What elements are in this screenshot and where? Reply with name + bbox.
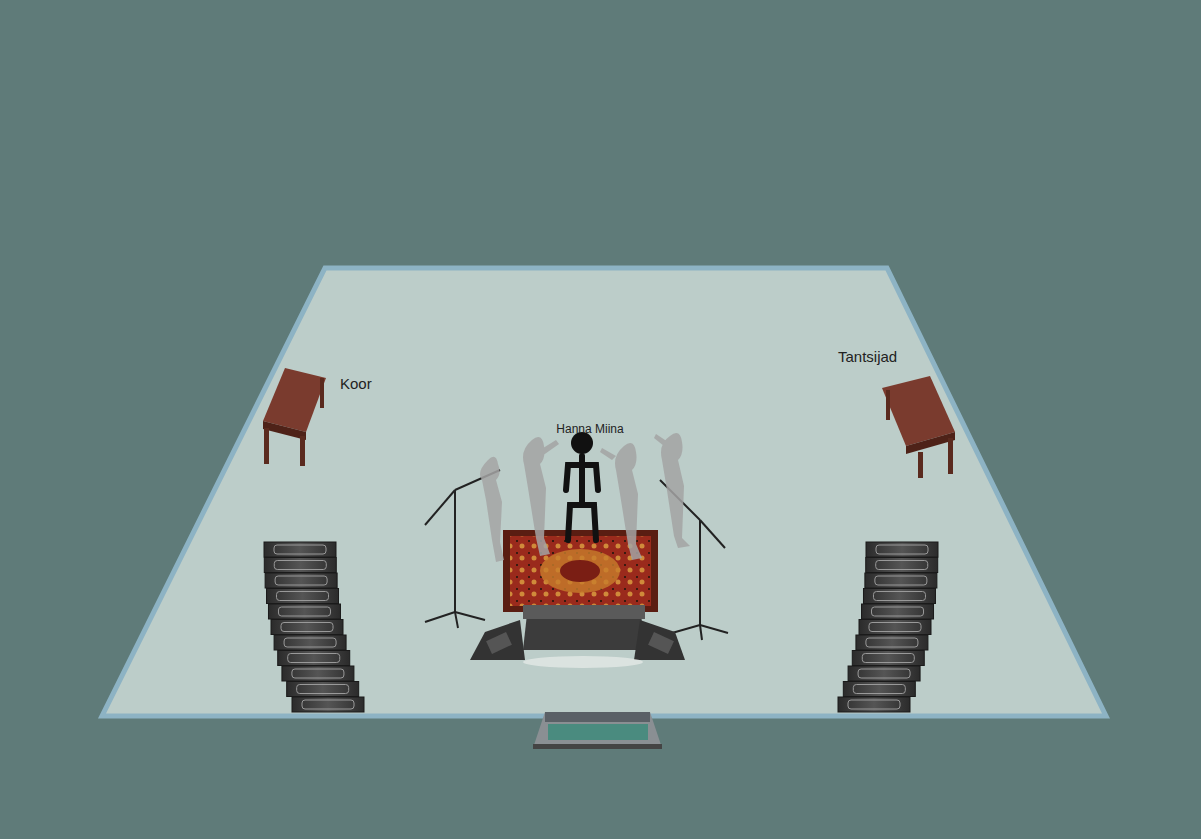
speaker-grille bbox=[858, 669, 910, 678]
stage-monitors bbox=[470, 605, 685, 668]
speaker-box bbox=[267, 589, 339, 604]
mixing-console bbox=[533, 712, 662, 749]
speaker-box bbox=[866, 542, 938, 557]
speaker-grille bbox=[274, 561, 326, 570]
speaker-box bbox=[292, 697, 364, 712]
speaker-box bbox=[866, 558, 938, 573]
speaker-grille bbox=[872, 607, 924, 616]
speaker-box bbox=[268, 604, 340, 619]
speaker-box bbox=[859, 620, 931, 635]
speaker-grille bbox=[876, 545, 928, 554]
speaker-grille bbox=[292, 669, 344, 678]
choir-table bbox=[263, 368, 326, 466]
speaker-grille bbox=[853, 685, 905, 694]
speaker-box bbox=[862, 604, 934, 619]
speaker-grille bbox=[281, 623, 333, 632]
speaker-grille bbox=[284, 638, 336, 647]
line-array-right bbox=[838, 542, 938, 712]
speaker-box bbox=[852, 651, 924, 666]
speaker-grille bbox=[876, 561, 928, 570]
speaker-box bbox=[274, 635, 346, 650]
speaker-grille bbox=[873, 592, 925, 601]
speaker-grille bbox=[275, 576, 327, 585]
speaker-box bbox=[843, 682, 915, 697]
speaker-box bbox=[282, 666, 354, 681]
speaker-box bbox=[287, 682, 359, 697]
area-label: Tantsijad bbox=[838, 349, 897, 366]
speaker-box bbox=[278, 651, 350, 666]
dancers-table bbox=[882, 376, 955, 478]
speaker-grille bbox=[288, 654, 340, 663]
speaker-box bbox=[264, 558, 336, 573]
speaker-grille bbox=[278, 607, 330, 616]
speaker-box bbox=[265, 573, 337, 588]
speaker-box bbox=[865, 573, 937, 588]
speaker-box bbox=[271, 620, 343, 635]
speaker-grille bbox=[297, 685, 349, 694]
speaker-grille bbox=[277, 592, 329, 601]
area-label: Koor bbox=[340, 376, 372, 393]
speaker-grille bbox=[274, 545, 326, 554]
speaker-grille bbox=[848, 700, 900, 709]
singer-figure bbox=[566, 432, 598, 540]
speaker-box bbox=[863, 589, 935, 604]
speaker-grille bbox=[875, 576, 927, 585]
speaker-box bbox=[848, 666, 920, 681]
speaker-grille bbox=[862, 654, 914, 663]
speaker-grille bbox=[866, 638, 918, 647]
speaker-grille bbox=[302, 700, 354, 709]
line-array-left bbox=[264, 542, 364, 712]
area-label: Hanna Miina bbox=[556, 423, 623, 436]
speaker-box bbox=[856, 635, 928, 650]
speaker-box bbox=[838, 697, 910, 712]
stage-floor bbox=[102, 268, 1106, 716]
speaker-grille bbox=[869, 623, 921, 632]
speaker-box bbox=[264, 542, 336, 557]
